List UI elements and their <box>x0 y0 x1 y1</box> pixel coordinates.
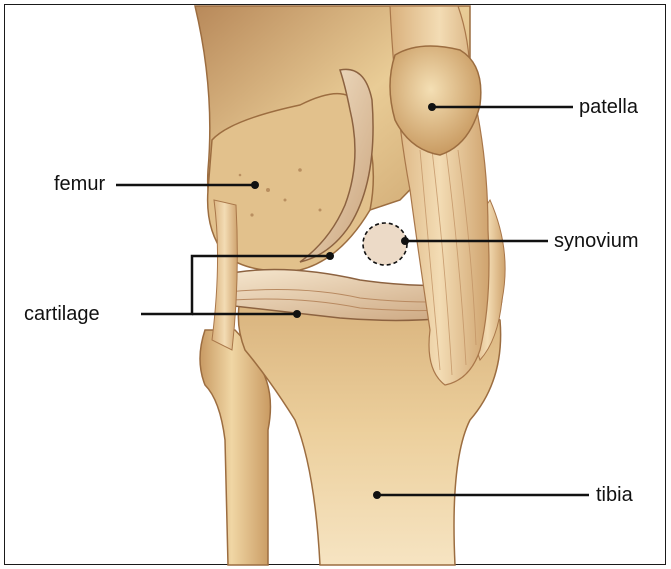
patella-label: patella <box>579 97 638 117</box>
synovium-marker <box>363 223 407 265</box>
femur-label: femur <box>54 174 105 194</box>
synovium-label: synovium <box>554 231 638 251</box>
cartilage-lower-pointer-dot <box>293 310 301 318</box>
cartilage-label: cartilage <box>24 304 100 324</box>
cartilage-upper-pointer-dot <box>326 252 334 260</box>
tibia-label: tibia <box>596 485 633 505</box>
femur-pointer-dot <box>251 181 259 189</box>
patella-pointer-dot <box>428 103 436 111</box>
synovium-pointer-dot <box>401 237 409 245</box>
tibia-pointer-dot <box>373 491 381 499</box>
